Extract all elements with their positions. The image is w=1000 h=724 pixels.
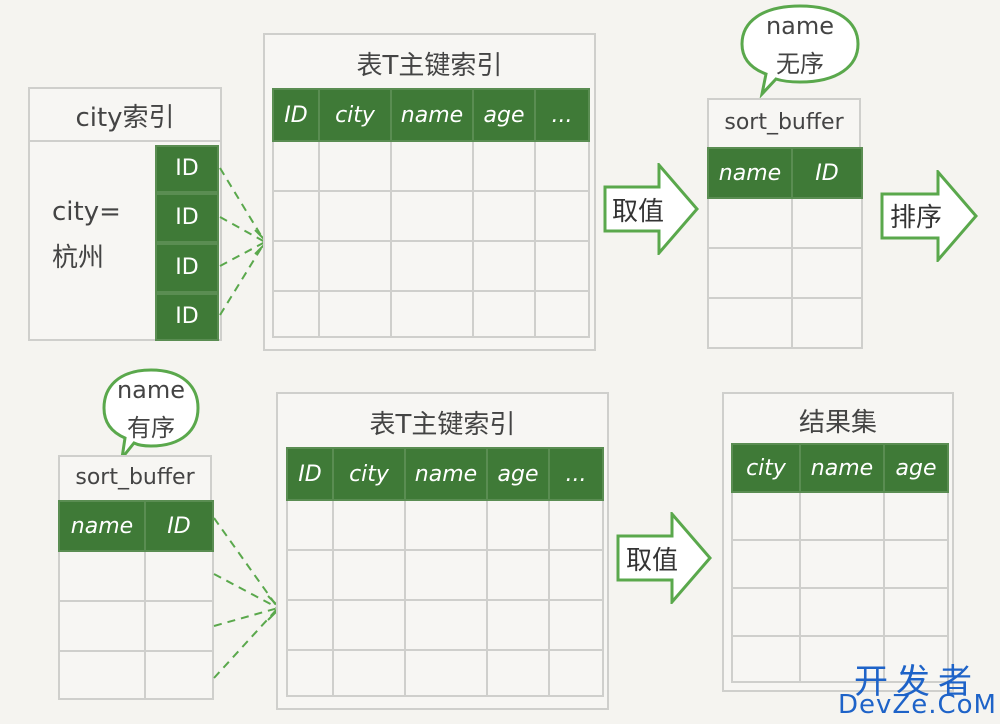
bottom-sort-header-name: name: [58, 500, 146, 552]
top-primary-header-id: ID: [272, 88, 320, 142]
top-sort-header-id: ID: [791, 147, 863, 199]
top-dashed-arrows: [219, 167, 269, 316]
result-header-name: name: [799, 443, 885, 493]
bottom-primary-header-city: city: [332, 447, 406, 501]
result-header-city: city: [731, 443, 801, 493]
bottom-fetch-arrow: [616, 512, 712, 604]
table-row: [707, 247, 863, 299]
city-condition-line1: city=: [52, 197, 121, 227]
table-row: [272, 140, 590, 192]
bottom-sort-buffer-title: sort_buffer: [75, 465, 195, 490]
top-sort-arrow: [880, 170, 978, 262]
table-row: [731, 491, 949, 541]
table-row: [272, 240, 590, 292]
top-primary-header-more: ...: [534, 88, 590, 142]
bottom-primary-header-age: age: [486, 447, 550, 501]
top-primary-index-table: ID city name age ...: [272, 88, 590, 338]
bottom-primary-header-name: name: [404, 447, 488, 501]
bottom-ordered-bubble: [102, 368, 200, 462]
bottom-primary-header-id: ID: [286, 447, 334, 501]
table-row: [731, 587, 949, 637]
bottom-bubble-line1: name: [116, 376, 186, 404]
top-bubble-line2: 无序: [776, 50, 824, 78]
top-primary-index-title: 表T主键索引: [356, 51, 503, 81]
top-sort-buffer-table: name ID: [707, 147, 863, 349]
table-row: [286, 549, 604, 601]
result-set-title: 结果集: [798, 408, 877, 438]
bottom-primary-index-table: ID city name age ...: [286, 447, 604, 697]
table-row: [58, 650, 214, 700]
table-row: [272, 290, 590, 338]
table-row: [286, 599, 604, 651]
top-primary-header-name: name: [390, 88, 474, 142]
bottom-sort-header-id: ID: [144, 500, 214, 552]
watermark-en: DevZe.CoM: [838, 690, 997, 720]
bottom-fetch-label: 取值: [626, 546, 679, 576]
table-row: [731, 539, 949, 589]
city-index-id-cell-2: ID: [155, 193, 219, 243]
city-index-id-cell-1: ID: [155, 145, 219, 193]
result-set-table: city name age: [731, 443, 949, 683]
top-fetch-arrow: [603, 163, 699, 255]
city-index-id-cell-4: ID: [155, 293, 219, 341]
table-row: [286, 499, 604, 551]
city-index-divider: [30, 140, 220, 142]
table-row: [58, 600, 214, 652]
top-primary-header-age: age: [472, 88, 536, 142]
city-index-title: city索引: [75, 103, 175, 133]
table-row: [58, 550, 214, 602]
bottom-primary-header-more: ...: [548, 447, 604, 501]
top-primary-header-city: city: [318, 88, 392, 142]
table-row: [272, 190, 590, 242]
bottom-primary-index-title: 表T主键索引: [369, 410, 516, 440]
bottom-bubble-line2: 有序: [127, 414, 175, 442]
top-sort-label: 排序: [890, 203, 943, 233]
bottom-sort-buffer-table: name ID: [58, 500, 214, 700]
watermark-cn: 开发者: [854, 662, 980, 702]
city-condition-line2: 杭州: [52, 243, 105, 273]
table-row: [707, 197, 863, 249]
table-row: [731, 635, 949, 683]
top-sort-header-name: name: [707, 147, 793, 199]
result-header-age: age: [883, 443, 949, 493]
top-bubble-line1: name: [765, 12, 835, 40]
table-row: [286, 649, 604, 697]
top-sort-buffer-title: sort_buffer: [724, 110, 844, 135]
top-fetch-label: 取值: [612, 197, 665, 227]
top-unordered-bubble: [740, 4, 860, 98]
table-row: [707, 297, 863, 349]
city-index-id-cell-3: ID: [155, 243, 219, 293]
